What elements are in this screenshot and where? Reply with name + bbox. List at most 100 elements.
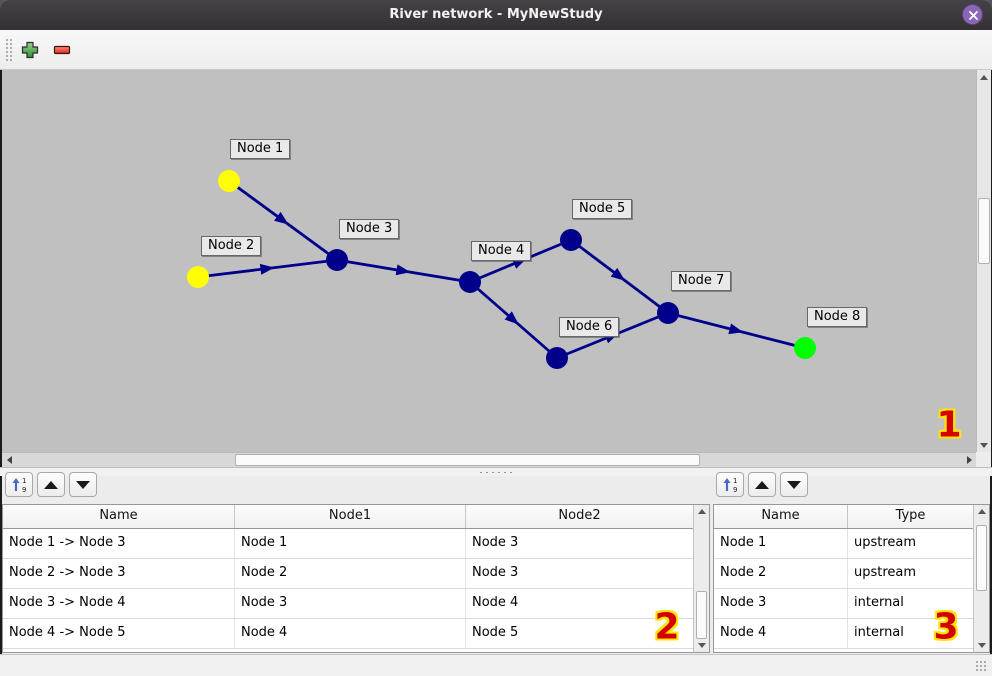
status-bar — [0, 654, 992, 676]
toolbar-drag-handle[interactable] — [5, 38, 14, 61]
resize-grip[interactable] — [975, 660, 988, 673]
node-label: Node 2 — [201, 236, 262, 256]
table-cell[interactable]: Node 1 — [235, 529, 466, 558]
network-node[interactable] — [218, 170, 240, 192]
branches-sort-button[interactable]: 1 9 — [5, 472, 33, 497]
canvas-vertical-scrollbar[interactable] — [976, 70, 991, 452]
scrollbar-thumb[interactable] — [696, 591, 707, 639]
scroll-down-arrow[interactable] — [694, 639, 709, 652]
red-minus-icon — [53, 45, 71, 55]
move-down-icon — [787, 480, 801, 489]
titlebar[interactable]: River network - MyNewStudy — [0, 0, 992, 30]
flow-direction-arrow-icon — [395, 264, 411, 276]
scroll-down-arrow[interactable] — [974, 639, 989, 652]
add-button[interactable] — [17, 37, 43, 63]
table-cell[interactable]: Node 2 -> Node 3 — [3, 559, 235, 588]
table-cell[interactable]: Node 3 -> Node 4 — [3, 589, 235, 618]
vertical-scrollbar-thumb[interactable] — [978, 198, 990, 264]
table-cell[interactable]: Node 5 — [472, 625, 519, 640]
horizontal-scrollbar-thumb[interactable] — [235, 454, 700, 466]
network-node[interactable] — [326, 249, 348, 271]
column-header-type[interactable]: Type — [895, 508, 926, 523]
scroll-up-arrow[interactable] — [974, 505, 989, 518]
network-node[interactable] — [187, 266, 209, 288]
node-label: Node 8 — [807, 307, 868, 327]
sort-1-9-icon: 1 9 — [723, 477, 737, 493]
column-header-name[interactable]: Name — [3, 505, 235, 528]
table-cell[interactable]: Node 4 — [235, 619, 466, 648]
table-cell[interactable]: internal — [854, 625, 904, 640]
scroll-left-arrow[interactable] — [2, 453, 16, 467]
branches-move-down-button[interactable] — [69, 472, 97, 497]
table-cell[interactable]: Node 3 — [472, 565, 519, 580]
green-plus-icon — [21, 41, 39, 59]
flow-direction-arrow-icon — [728, 323, 744, 335]
scroll-up-arrow[interactable] — [694, 505, 709, 518]
node-label: Node 1 — [230, 139, 291, 159]
pane-splitter[interactable] — [0, 467, 992, 476]
branches-table-scrollbar[interactable] — [693, 505, 709, 652]
table-cell[interactable]: Node 4 — [714, 619, 848, 648]
nodes-move-down-button[interactable] — [780, 472, 808, 497]
table-cell[interactable]: Node 3 — [472, 535, 519, 550]
network-node[interactable] — [657, 302, 679, 324]
column-header-name[interactable]: Name — [714, 505, 848, 528]
scroll-down-arrow[interactable] — [977, 438, 991, 452]
window-title: River network - MyNewStudy — [389, 7, 603, 22]
nodes-table-scrollbar[interactable] — [973, 505, 989, 652]
nodes-sort-button[interactable]: 1 9 — [716, 472, 744, 497]
flow-direction-arrow-icon — [274, 211, 289, 225]
table-cell[interactable]: upstream — [854, 565, 917, 580]
node-row[interactable]: Node 1 upstream — [714, 529, 989, 559]
node-label: Node 3 — [339, 219, 400, 239]
table-cell[interactable]: Node 4 — [472, 595, 519, 610]
column-header-node1[interactable]: Node1 — [235, 505, 466, 528]
network-node[interactable] — [459, 271, 481, 293]
table-cell[interactable]: Node 2 — [714, 559, 848, 588]
network-node[interactable] — [560, 229, 582, 251]
branches-move-up-button[interactable] — [37, 472, 65, 497]
flow-direction-arrow-icon — [259, 263, 275, 275]
network-node[interactable] — [794, 337, 816, 359]
node-row[interactable]: Node 4 internal — [714, 619, 989, 649]
flow-direction-arrow-icon — [504, 311, 519, 325]
node-row[interactable]: Node 3 internal — [714, 589, 989, 619]
annotation-number: 1 — [936, 404, 962, 446]
canvas-horizontal-scrollbar[interactable] — [2, 452, 976, 467]
scroll-right-arrow[interactable] — [962, 453, 976, 467]
remove-button[interactable] — [49, 37, 75, 63]
move-up-icon — [755, 480, 769, 489]
nodes-move-up-button[interactable] — [748, 472, 776, 497]
branches-table-header: Name Node1 Node2 — [3, 505, 709, 529]
node-label: Node 5 — [572, 199, 633, 219]
close-icon — [969, 11, 978, 20]
table-cell[interactable]: Node 1 -> Node 3 — [3, 529, 235, 558]
network-graph — [187, 170, 816, 369]
annotation-number: 3 — [933, 606, 959, 648]
column-header-node2[interactable]: Node2 — [558, 508, 601, 523]
table-cell[interactable]: Node 4 -> Node 5 — [3, 619, 235, 648]
scroll-up-arrow[interactable] — [977, 70, 991, 84]
table-cell[interactable]: Node 2 — [235, 559, 466, 588]
scrollbar-thumb[interactable] — [976, 525, 987, 591]
table-cell[interactable]: Node 1 — [714, 529, 848, 558]
table-cell[interactable]: Node 3 — [235, 589, 466, 618]
sort-1-9-icon: 1 9 — [12, 477, 26, 493]
table-cell[interactable]: Node 3 — [714, 589, 848, 618]
table-cell[interactable]: internal — [854, 595, 904, 610]
main-toolbar — [0, 30, 992, 70]
node-row[interactable]: Node 2 upstream — [714, 559, 989, 589]
network-node[interactable] — [546, 347, 568, 369]
close-button[interactable] — [962, 4, 983, 25]
svg-text:9: 9 — [733, 486, 737, 493]
table-cell[interactable]: upstream — [854, 535, 917, 550]
